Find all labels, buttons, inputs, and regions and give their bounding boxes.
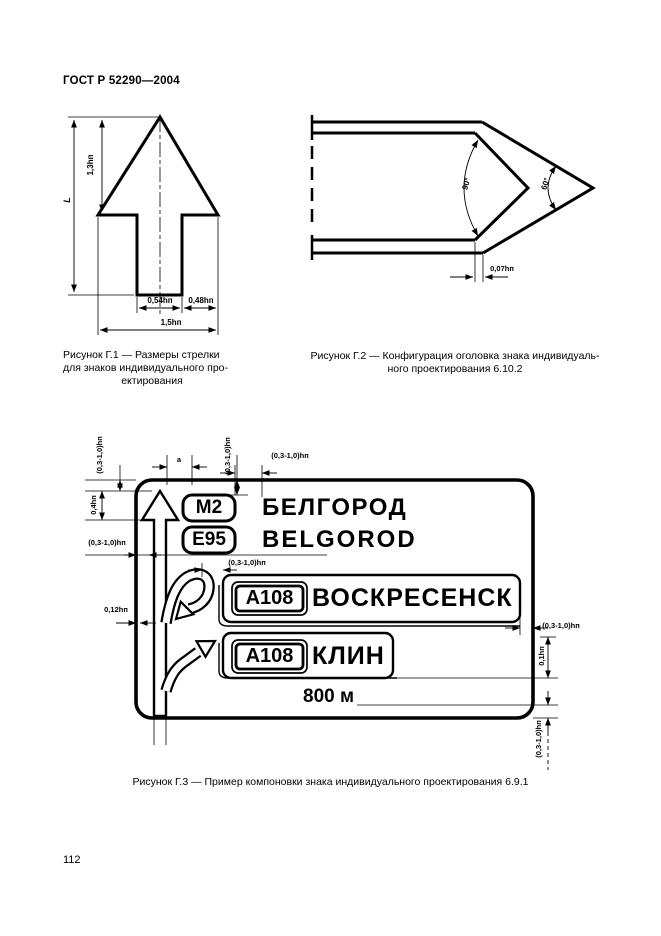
route-number-a108-1: А108 [245,587,294,609]
dimension-lines-bottom [97,217,219,335]
figure-g3-caption: Рисунок Г.3 — Пример компоновки знака ин… [132,776,529,788]
route-number-e95: Е95 [192,529,226,550]
figure-g1-arrow-diagram [68,114,221,335]
page-number: 112 [63,854,81,866]
city-name-voskresensk: ВОСКРЕСЕНСК [312,584,513,612]
caption-line: Рисунок Г.1 — Размеры стрелки [63,349,220,361]
dim-label-a: a [176,455,182,464]
hook-arrow-shape [160,568,215,624]
route-shield-m2 [181,493,237,523]
dim-label-13h: 1,3hп [86,154,95,176]
page-title: ГОСТ Р 52290—2004 [63,75,180,87]
dim-label-line-offset: 0,1hп [537,646,546,666]
figure-g3-sign-diagram [85,455,558,770]
dimension-lines [85,455,558,770]
route-shield-a108-inner [234,642,305,671]
offset-dimension [450,242,508,282]
caption-line: ного проектирования 6.10.2 [387,363,523,375]
city-name-en: BELGOROD [262,526,417,553]
dim-label-top-right: (0,3-1,0)hп [271,451,309,460]
dim-label-15h: 1,5hп [160,318,182,327]
dim-label-top-mid: (0,3-1,0)hп [223,437,232,475]
dimension-lines [68,116,160,296]
dim-label-left-gap: (0,3-1,0)hп [88,538,126,547]
route-number-a108-2: А108 [245,645,294,667]
caption-line: ектирования [121,375,183,387]
distance-text: 800 м [303,686,355,707]
dim-label-007h: 0,07hп [490,264,514,273]
diagonal-arrow-shape [160,639,217,693]
route-number-m2: М2 [195,497,223,518]
dim-label-054h: 0,54hп [147,296,173,305]
dim-label-right-gap: (0,3-1,0)hп [542,621,580,630]
up-arrow-shape [139,488,181,718]
dim-label-top-left: (0,3-1,0)hп [95,436,104,474]
dim-label-border-width: 0,12hп [104,605,128,614]
dim-label-arrow-head: 0,4hп [89,495,98,515]
angle-arcs [463,139,557,237]
dim-label-048h: 0,48hп [188,296,214,305]
route-shield-a108-outer [231,581,308,616]
route-shield-a108-outer [231,639,308,674]
sign-head-outline [310,115,596,260]
route-shield-e95 [181,525,237,555]
figure-g2-head-diagram [310,115,596,282]
caption-line: Рисунок Г.2 — Конфигурация оголовка знак… [310,350,600,362]
city-name-klin: КЛИН [312,642,385,670]
figure-g1-caption: Рисунок Г.1 — Размеры стрелки для знаков… [63,349,241,388]
up-arrow-shape [95,114,221,297]
dim-label-row-gap: (0,3-1,0)hп [228,558,266,567]
dim-label-bottom-gap: (0,3-1,0)hп [534,720,543,758]
caption-line: для знаков индивидуального про- [63,362,229,374]
route-shield-a108-inner [234,584,305,613]
figure-g2-caption: Рисунок Г.2 — Конфигурация оголовка знак… [305,350,605,376]
city-name-ru: БЕЛГОРОД [262,494,408,521]
dim-label-L: L [62,197,72,203]
row-shadow [218,585,520,627]
